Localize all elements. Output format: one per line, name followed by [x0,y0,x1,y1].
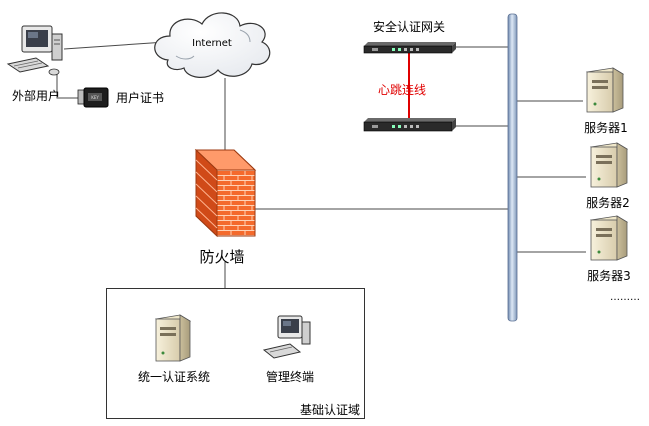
network-bus [507,13,518,322]
mgmt-terminal-label: 管理终端 [266,369,314,384]
firewall-label: 防火墙 [199,248,244,266]
external-user-computer-icon [6,25,63,76]
usb-key-icon: KEY [77,87,109,108]
server-2-label: 服务器2 [586,195,630,210]
svg-text:KEY: KEY [91,95,99,100]
server-2-icon [589,142,629,188]
internet-label: Internet [192,38,232,49]
heartbeat-label: 心跳连线 [378,82,426,97]
auth-domain-label: 基础认证域 [300,403,360,417]
server-3-icon [589,215,629,261]
gateway-device-2-icon [363,118,456,132]
auth-system-server-icon [154,314,192,362]
management-terminal-icon [262,315,311,359]
more-servers-ellipsis: ……… [610,292,640,303]
firewall-icon [194,148,257,238]
server-3-label: 服务器3 [587,268,631,283]
server-1-icon [585,67,625,113]
external-user-label: 外部用户 [12,88,60,103]
connection-lines [56,41,586,288]
gateway-label: 安全认证网关 [373,19,445,34]
auth-domain-box [106,288,365,419]
gateway-device-1-icon [363,42,456,54]
server-1-label: 服务器1 [584,120,628,135]
auth-system-label: 统一认证系统 [138,370,210,384]
internet-cloud-icon [154,12,271,78]
user-cert-label: 用户证书 [116,90,164,105]
link-user-cert [56,72,78,99]
link-user-internet [63,41,167,50]
